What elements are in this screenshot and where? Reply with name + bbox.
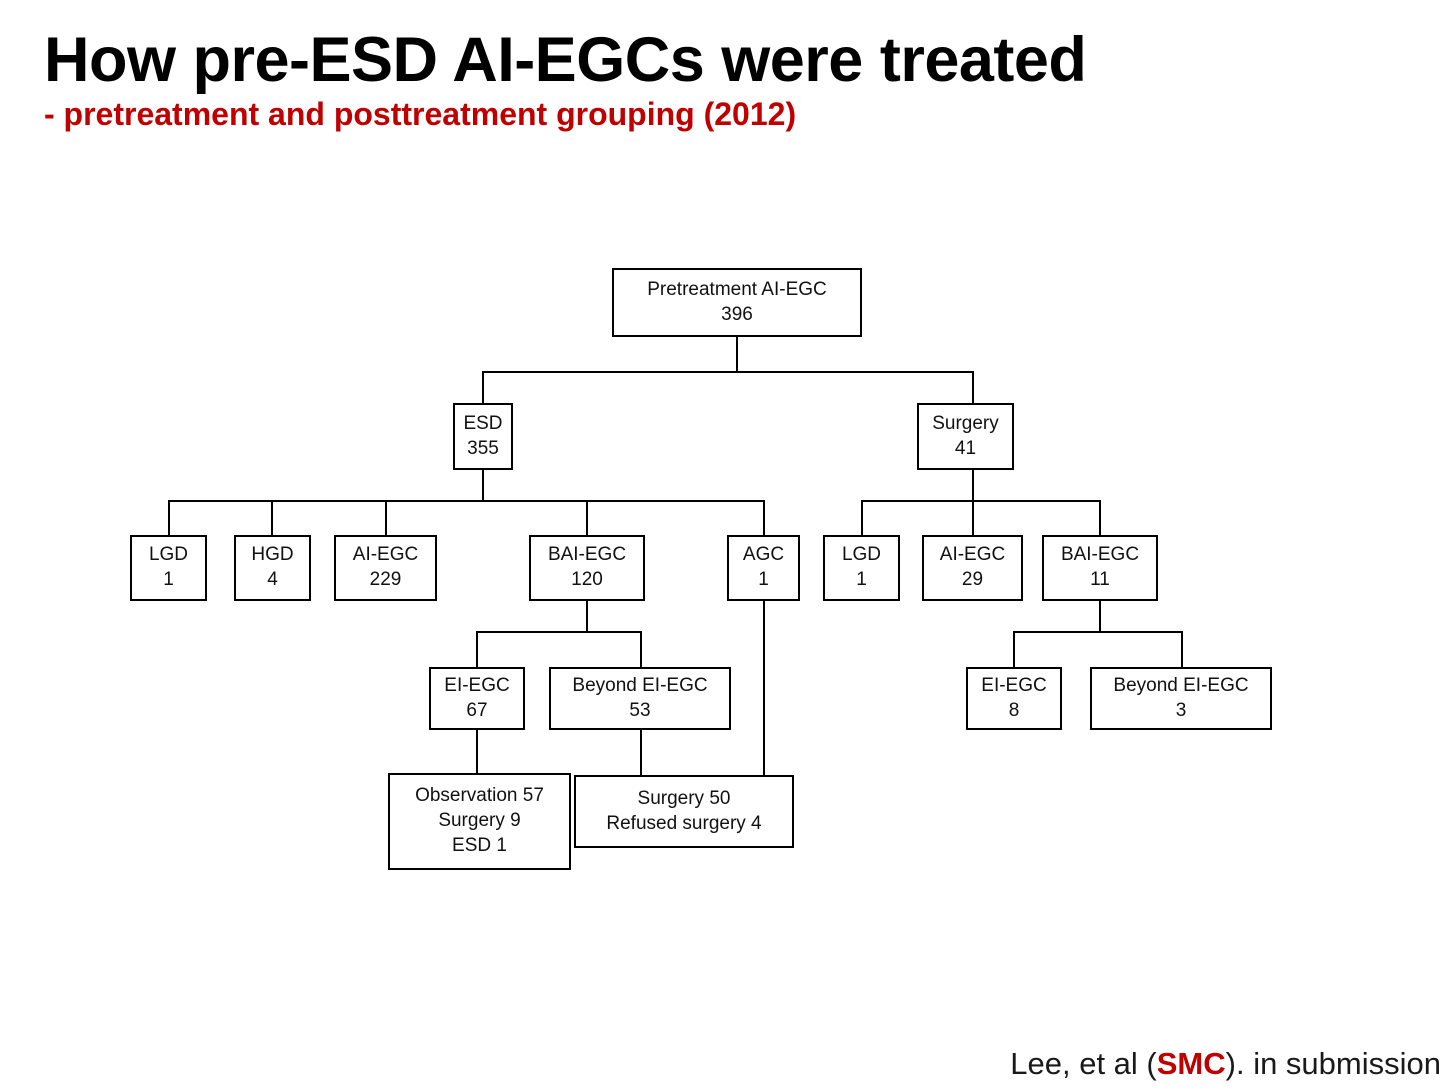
connector-esd-bus — [168, 500, 764, 502]
title-block: How pre-ESD AI-EGCs were treated - pretr… — [44, 28, 1404, 132]
node-label: Surgery — [932, 412, 999, 434]
node-value: 355 — [467, 437, 499, 459]
node-esd-ei-egc[interactable]: EI-EGC 67 — [429, 667, 525, 730]
connector-surgery-to-aiegc — [972, 500, 974, 535]
page-title: How pre-ESD AI-EGCs were treated — [44, 25, 1087, 95]
node-label: EI-EGC — [444, 674, 510, 696]
node-value: 1 — [163, 569, 174, 590]
connector-surgery-bus — [861, 500, 1100, 502]
connector-surgery-stem — [972, 470, 974, 501]
connector-root-to-esd — [482, 371, 484, 403]
connector-esd-to-hgd — [271, 500, 273, 535]
node-surgery-lgd[interactable]: LGD 1 — [823, 535, 900, 601]
outcome-line-1: Surgery 50 — [637, 787, 731, 809]
node-label: LGD — [841, 544, 882, 566]
connector-baiegc11-to-beyond — [1181, 631, 1183, 667]
node-value: 41 — [954, 437, 977, 459]
connector-baiegc11-bus — [1013, 631, 1183, 633]
node-esd-ai-egc[interactable]: AI-EGC 229 — [334, 535, 437, 601]
node-value: 29 — [961, 569, 984, 590]
node-label: Pretreatment AI-EGC — [647, 278, 827, 300]
connector-baiegc11-to-eiegc — [1013, 631, 1015, 667]
node-label: EI-EGC — [981, 674, 1047, 696]
connector-baiegc120-stem — [586, 601, 588, 632]
node-esd-lgd[interactable]: LGD 1 — [130, 535, 207, 601]
outcome-line-3: ESD 1 — [452, 834, 507, 856]
node-value: 53 — [629, 699, 651, 721]
node-value: 1 — [856, 569, 867, 590]
connector-root-bus — [482, 371, 974, 373]
node-label: AI-EGC — [352, 544, 419, 566]
node-esd-agc[interactable]: AGC 1 — [727, 535, 800, 601]
connector-eiegc67-to-observation — [476, 730, 478, 775]
node-value: 120 — [571, 569, 603, 590]
node-label: HGD — [251, 544, 294, 566]
node-value: 1 — [758, 569, 769, 590]
connector-esd-to-lgd — [168, 500, 170, 535]
node-label: AGC — [742, 544, 785, 566]
citation-prefix: Lee, et al ( — [1010, 1045, 1157, 1081]
citation-institution: SMC — [1156, 1045, 1226, 1081]
citation-suffix: ). in submission — [1225, 1045, 1441, 1081]
node-label: Beyond EI-EGC — [1113, 674, 1249, 696]
node-esd-bai-egc[interactable]: BAI-EGC 120 — [529, 535, 645, 601]
node-value: 11 — [1090, 569, 1110, 590]
citation-credit: Lee, et al (SMC). in submission — [1010, 1045, 1441, 1082]
node-value: 8 — [1008, 699, 1020, 721]
node-esd[interactable]: ESD 355 — [453, 403, 513, 470]
connector-surgery-to-lgd — [861, 500, 863, 535]
node-value: 3 — [1175, 699, 1187, 721]
node-label: AI-EGC — [939, 544, 1006, 566]
connector-root-to-surgery — [972, 371, 974, 403]
node-value: 229 — [369, 569, 402, 590]
outcome-line-2: Refused surgery 4 — [606, 812, 762, 834]
node-label: Beyond EI-EGC — [572, 674, 708, 696]
connector-beyond53-to-surgery50 — [640, 730, 642, 775]
connector-root-stem — [736, 337, 738, 372]
node-label: LGD — [148, 544, 189, 566]
node-surgery-beyond-ei-egc[interactable]: Beyond EI-EGC 3 — [1090, 667, 1272, 730]
node-label: BAI-EGC — [1060, 544, 1140, 566]
node-label: ESD — [463, 412, 503, 434]
node-value: 67 — [466, 699, 488, 721]
connector-esd-stem — [482, 470, 484, 501]
node-esd-hgd[interactable]: HGD 4 — [234, 535, 311, 601]
connector-esd-to-baiegc — [586, 500, 588, 535]
node-esd-beyond-ei-egc[interactable]: Beyond EI-EGC 53 — [549, 667, 731, 730]
node-surgery-bai-egc[interactable]: BAI-EGC 11 — [1042, 535, 1158, 601]
node-surgery-ai-egc[interactable]: AI-EGC 29 — [922, 535, 1023, 601]
outcome-line-1: Observation 57 — [415, 785, 544, 807]
node-outcome-surgery[interactable]: Surgery 50 Refused surgery 4 — [574, 775, 794, 848]
node-outcome-observation[interactable]: Observation 57 Surgery 9 ESD 1 — [388, 773, 571, 870]
connector-agc-to-surgery50 — [763, 601, 765, 775]
node-value: 4 — [267, 569, 278, 590]
connector-baiegc11-stem — [1099, 601, 1101, 632]
connector-baiegc120-to-eiegc — [476, 631, 478, 667]
connector-baiegc120-bus — [476, 631, 642, 633]
node-value: 396 — [721, 303, 753, 325]
connector-esd-to-aiegc — [385, 500, 387, 535]
page-subtitle: - pretreatment and posttreatment groupin… — [44, 96, 797, 133]
node-surgery[interactable]: Surgery 41 — [917, 403, 1014, 470]
node-pretreatment-ai-egc[interactable]: Pretreatment AI-EGC 396 — [612, 268, 862, 337]
connector-esd-to-agc — [763, 500, 765, 535]
connector-baiegc120-to-beyond — [640, 631, 642, 667]
connector-surgery-to-baiegc — [1099, 500, 1101, 535]
node-surgery-ei-egc[interactable]: EI-EGC 8 — [966, 667, 1062, 730]
outcome-line-2: Surgery 9 — [438, 810, 521, 832]
node-label: BAI-EGC — [547, 544, 627, 566]
